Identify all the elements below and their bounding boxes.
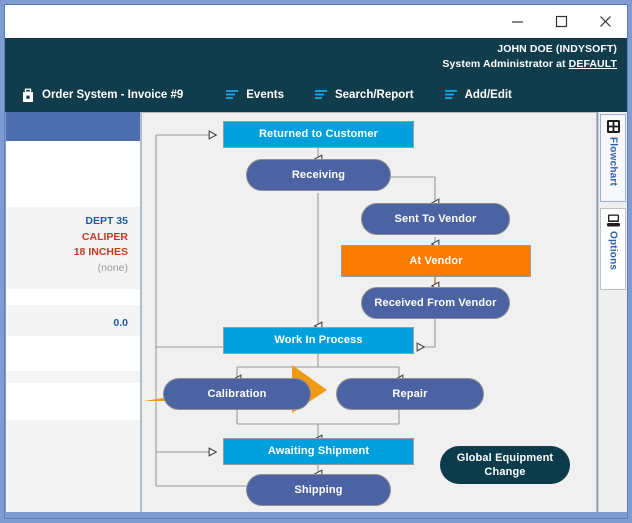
menu-item-events-label: Events: [246, 89, 284, 101]
app-header: JOHN DOE (INDYSOFT) System Administrator…: [5, 38, 627, 112]
side-tab-rail: Flowchart Options: [598, 112, 627, 518]
sidebar-header-band: [6, 112, 140, 141]
node-sent-to-vendor[interactable]: Sent To Vendor: [361, 203, 510, 235]
minimize-button[interactable]: [495, 6, 539, 38]
user-site-link[interactable]: DEFAULT: [568, 58, 617, 70]
tab-flowchart[interactable]: Flowchart: [600, 114, 626, 202]
node-receiving[interactable]: Receiving: [246, 159, 391, 191]
tab-flowchart-label: Flowchart: [607, 137, 619, 187]
minimize-icon: [511, 15, 524, 28]
body-area: DEPT 35 CALIPER 18 INCHES (none) 0.0: [5, 112, 627, 518]
user-role: System Administrator at DEFAULT: [442, 57, 617, 72]
sidebar-band-3: [6, 336, 140, 371]
menu-item-events[interactable]: Events: [225, 82, 284, 108]
tab-options-label: Options: [607, 231, 619, 271]
menu-item-search-report[interactable]: Search/Report: [314, 82, 414, 108]
main-menu: Order System - Invoice #9 Events: [5, 82, 627, 108]
sidebar-band-2: [6, 289, 140, 305]
node-awaiting-shipment[interactable]: Awaiting Shipment: [223, 438, 414, 465]
tab-options[interactable]: Options: [600, 208, 626, 290]
sidebar-none: (none): [97, 261, 128, 274]
close-button[interactable]: [583, 6, 627, 38]
menu-item-add-edit-label: Add/Edit: [464, 89, 512, 101]
menu-item-search-report-label: Search/Report: [334, 89, 414, 101]
menu-item-add-edit[interactable]: Add/Edit: [444, 82, 512, 108]
node-work-in-process[interactable]: Work In Process: [223, 327, 414, 354]
sidebar-band-4: [6, 371, 140, 383]
maximize-button[interactable]: [539, 6, 583, 38]
menu-item-order-system-label: Order System - Invoice #9: [42, 89, 184, 101]
sidebar-band-5: [6, 383, 140, 420]
node-at-vendor[interactable]: At Vendor: [341, 245, 531, 277]
sidebar-asset: CALIPER: [81, 230, 128, 243]
list-lines-icon: [444, 89, 458, 101]
global-equipment-change-line1: Global Equipment: [456, 452, 554, 464]
briefcase-icon: [21, 88, 35, 103]
node-repair[interactable]: Repair: [336, 378, 484, 410]
sidebar-band-value: 0.0: [6, 305, 140, 336]
sidebar-value: 0.0: [113, 317, 128, 329]
sidebar-band-1: [6, 141, 140, 207]
sidebar-dept: DEPT 35: [85, 215, 128, 227]
sidebar-band-6: [6, 420, 140, 518]
node-calibration[interactable]: Calibration: [163, 378, 311, 410]
close-icon: [599, 15, 612, 28]
flowchart-canvas: Returned to Customer Receiving Sent To V…: [141, 112, 597, 518]
user-info: JOHN DOE (INDYSOFT) System Administrator…: [442, 42, 617, 72]
monitor-icon: [606, 213, 621, 228]
list-lines-icon: [225, 89, 239, 101]
org-grid-icon: [606, 119, 621, 134]
title-bar: [5, 5, 627, 38]
user-role-prefix: System Administrator at: [442, 58, 569, 70]
global-equipment-change-line2: Change: [484, 466, 526, 478]
list-lines-icon: [314, 89, 328, 101]
status-strip: [5, 512, 627, 518]
menu-item-order-system[interactable]: Order System - Invoice #9: [21, 82, 183, 108]
user-name: JOHN DOE (INDYSOFT): [497, 43, 617, 55]
maximize-icon: [555, 15, 568, 28]
node-shipping[interactable]: Shipping: [246, 474, 391, 506]
global-equipment-change-button[interactable]: Global Equipment Change: [440, 446, 570, 484]
sidebar-size: 18 INCHES: [73, 246, 128, 258]
node-received-from-vendor[interactable]: Received From Vendor: [361, 287, 510, 319]
application-window: JOHN DOE (INDYSOFT) System Administrator…: [4, 4, 628, 519]
node-returned-to-customer[interactable]: Returned to Customer: [223, 121, 414, 148]
record-sidebar: DEPT 35 CALIPER 18 INCHES (none) 0.0: [6, 112, 141, 518]
sidebar-band-asset: DEPT 35 CALIPER 18 INCHES (none): [6, 207, 140, 289]
